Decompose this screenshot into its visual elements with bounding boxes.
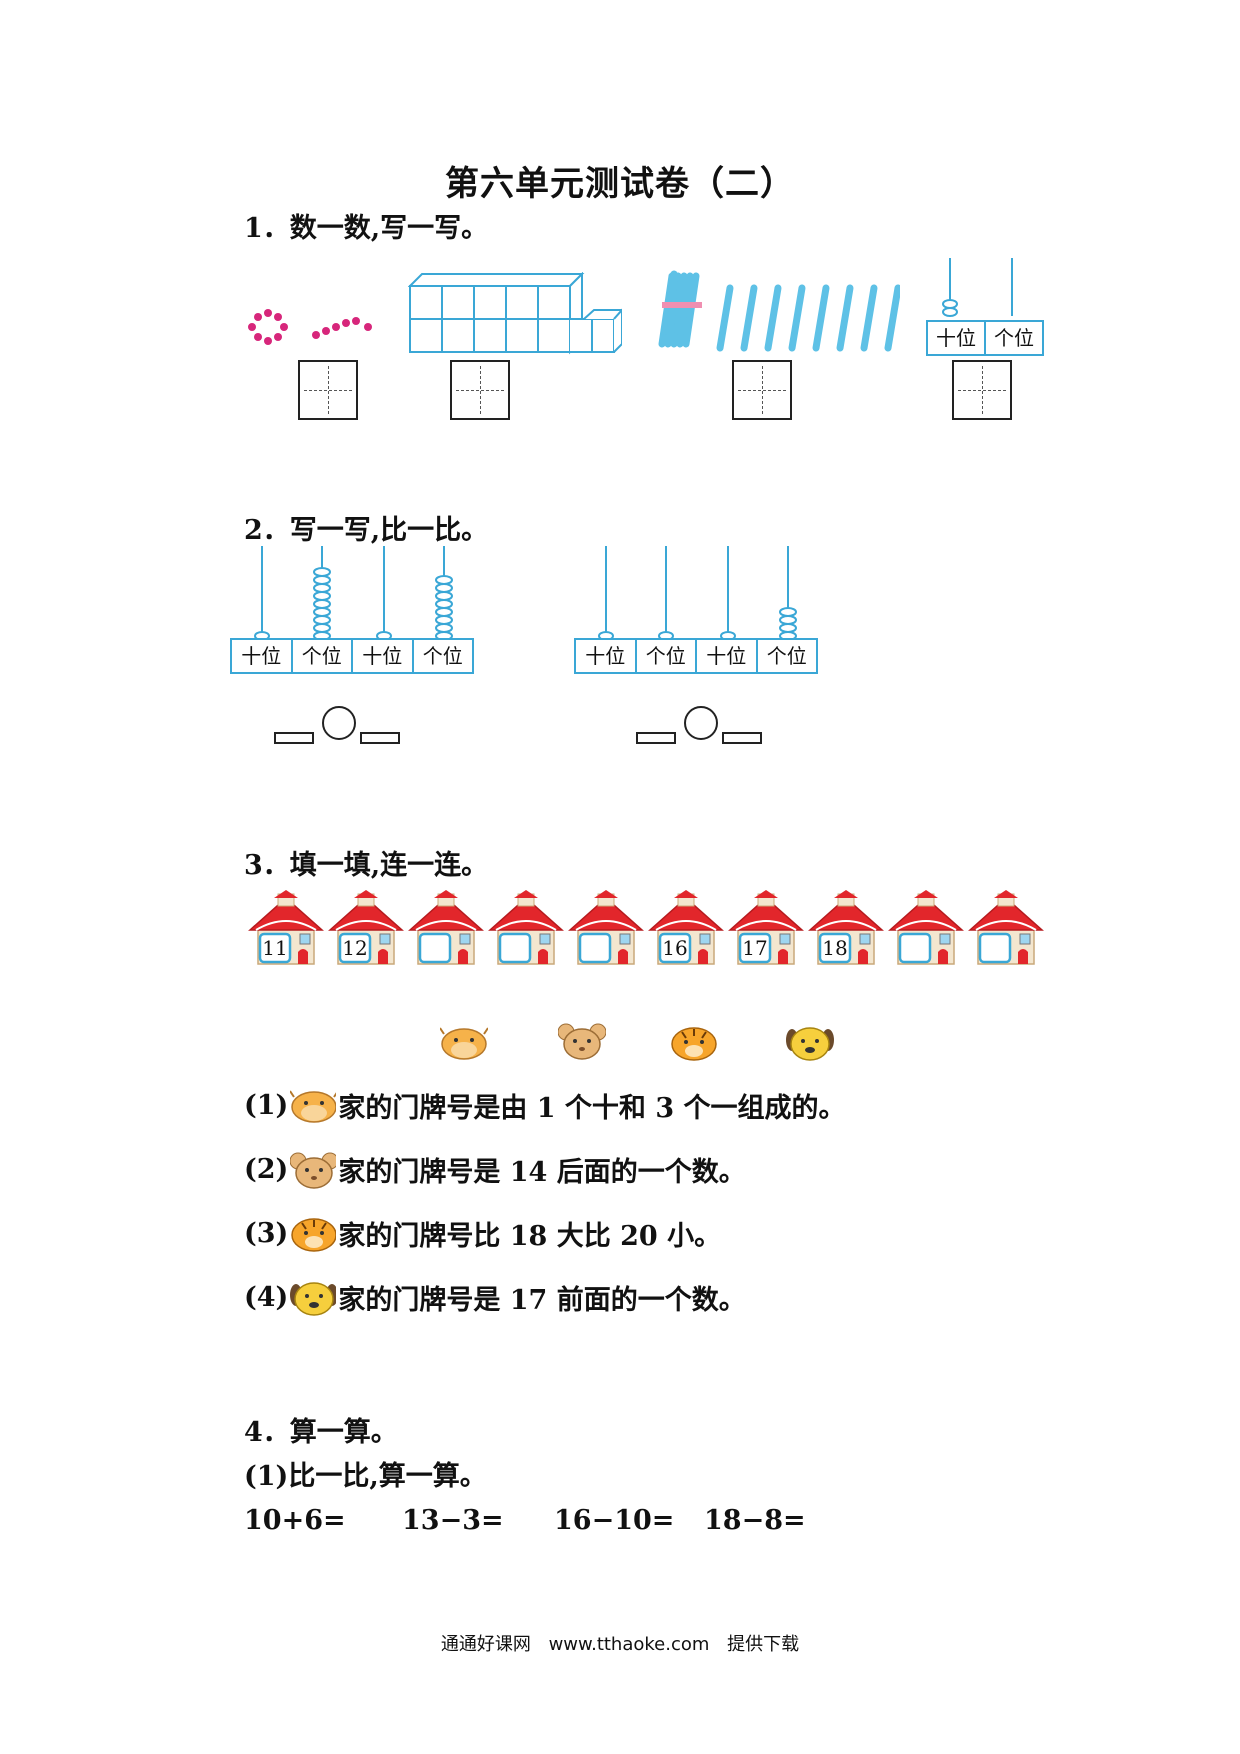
- house[interactable]: [568, 888, 644, 970]
- house-number: 17: [742, 936, 768, 960]
- q2-heading: 2．写一写,比一比。: [244, 515, 489, 546]
- house-number: 11: [262, 936, 288, 960]
- item-text: 家的门牌号是 14 后面的一个数。: [338, 1157, 746, 1188]
- answer-box-3[interactable]: [732, 360, 792, 420]
- place-value-box-q1: 十位 个位: [926, 320, 1044, 356]
- equation-row: 10+6= 13−3= 16−10= 18−8=: [0, 1505, 1240, 1545]
- cow-icon: [290, 1089, 337, 1123]
- answer-blank-left-a[interactable]: [274, 732, 314, 744]
- item-number: (1): [244, 1090, 289, 1121]
- footer-site: 通通好课网: [440, 1634, 531, 1655]
- q3-item-4: (4) 家的门牌号是 17 前面的一个数。: [244, 1278, 746, 1317]
- cow-icon[interactable]: [440, 1024, 488, 1064]
- house: 11: [248, 888, 324, 970]
- house: 18: [808, 888, 884, 970]
- tiger-icon[interactable]: [670, 1024, 718, 1064]
- answer-box-1[interactable]: [298, 360, 358, 420]
- house[interactable]: [968, 888, 1044, 970]
- item-text: 家的门牌号是由 1 个十和 3 个一组成的。: [338, 1093, 846, 1124]
- item-text: 家的门牌号比 18 大比 20 小。: [338, 1221, 722, 1252]
- ones-label: 个位: [422, 644, 463, 668]
- mouse-icon: [290, 1151, 337, 1189]
- footer-url[interactable]: www.tthaoke.com: [548, 1634, 710, 1655]
- answer-blank-left-b[interactable]: [360, 732, 400, 744]
- ones-label: 个位: [637, 640, 697, 672]
- compare-circle-left[interactable]: [322, 706, 356, 740]
- place-value-box-q2-left: 十位 个位 十位 个位: [230, 638, 474, 674]
- ones-label: 个位: [766, 644, 807, 668]
- page-title: 第六单元测试卷（二）: [445, 164, 795, 204]
- q4-sub1: (1)比一比,算一算。: [244, 1461, 487, 1492]
- footer-action: 提供下载: [727, 1634, 800, 1655]
- q3-item-2: (2) 家的门牌号是 14 后面的一个数。: [244, 1150, 746, 1189]
- place-value-box-q2-right: 十位 个位 十位 个位: [574, 638, 818, 674]
- mouse-icon[interactable]: [558, 1022, 606, 1062]
- item-number: (2): [244, 1154, 289, 1185]
- tens-label: 十位: [576, 640, 637, 672]
- dog-icon[interactable]: [786, 1024, 834, 1064]
- equation[interactable]: 10+6=: [244, 1505, 346, 1536]
- page-footer: 通通好课网 www.tthaoke.com 提供下载: [0, 1630, 1240, 1656]
- q4-heading: 4．算一算。: [244, 1417, 398, 1448]
- house: 17: [728, 888, 804, 970]
- q3-heading: 3．填一填,连一连。: [244, 850, 489, 881]
- tens-label: 十位: [353, 640, 414, 672]
- q3-item-3: (3) 家的门牌号比 18 大比 20 小。: [244, 1214, 721, 1253]
- house: 12: [328, 888, 404, 970]
- abacus-q2-right-rods: [598, 546, 797, 640]
- bead-string-illustration: [248, 309, 372, 345]
- house: 16: [648, 888, 724, 970]
- item-number: (4): [244, 1282, 289, 1313]
- counting-sticks-illustration: [658, 270, 900, 352]
- cube-blocks-illustration: [408, 272, 622, 355]
- equation[interactable]: 16−10=: [554, 1505, 675, 1536]
- compare-circle-right[interactable]: [684, 706, 718, 740]
- tens-label: 十位: [697, 640, 758, 672]
- house[interactable]: [888, 888, 964, 970]
- equation[interactable]: 18−8=: [704, 1505, 806, 1536]
- dog-icon: [290, 1281, 337, 1316]
- answer-box-4[interactable]: [952, 360, 1012, 420]
- tens-label: 十位: [232, 640, 293, 672]
- ones-label: 个位: [293, 640, 353, 672]
- house[interactable]: [488, 888, 564, 970]
- house-number: 16: [662, 936, 688, 960]
- item-text: 家的门牌号是 17 前面的一个数。: [338, 1285, 746, 1316]
- q3-item-1: (1) 家的门牌号是由 1 个十和 3 个一组成的。: [244, 1086, 846, 1125]
- abacus-q2-left-rods: [254, 546, 453, 640]
- tiger-icon: [291, 1217, 337, 1252]
- house[interactable]: [408, 888, 484, 970]
- item-number: (3): [244, 1218, 289, 1249]
- house-row: 11 12 16 17 18: [248, 888, 1048, 970]
- answer-blank-right-a[interactable]: [636, 732, 676, 744]
- abacus-q1-rods: [942, 258, 1013, 317]
- q1-heading: 1．数一数,写一写。: [244, 213, 489, 244]
- house-number: 18: [822, 936, 848, 960]
- house-number: 12: [342, 936, 368, 960]
- answer-box-2[interactable]: [450, 360, 510, 420]
- equation[interactable]: 13−3=: [402, 1505, 504, 1536]
- tens-label: 十位: [928, 322, 986, 354]
- ones-label: 个位: [994, 326, 1034, 350]
- answer-blank-right-b[interactable]: [722, 732, 762, 744]
